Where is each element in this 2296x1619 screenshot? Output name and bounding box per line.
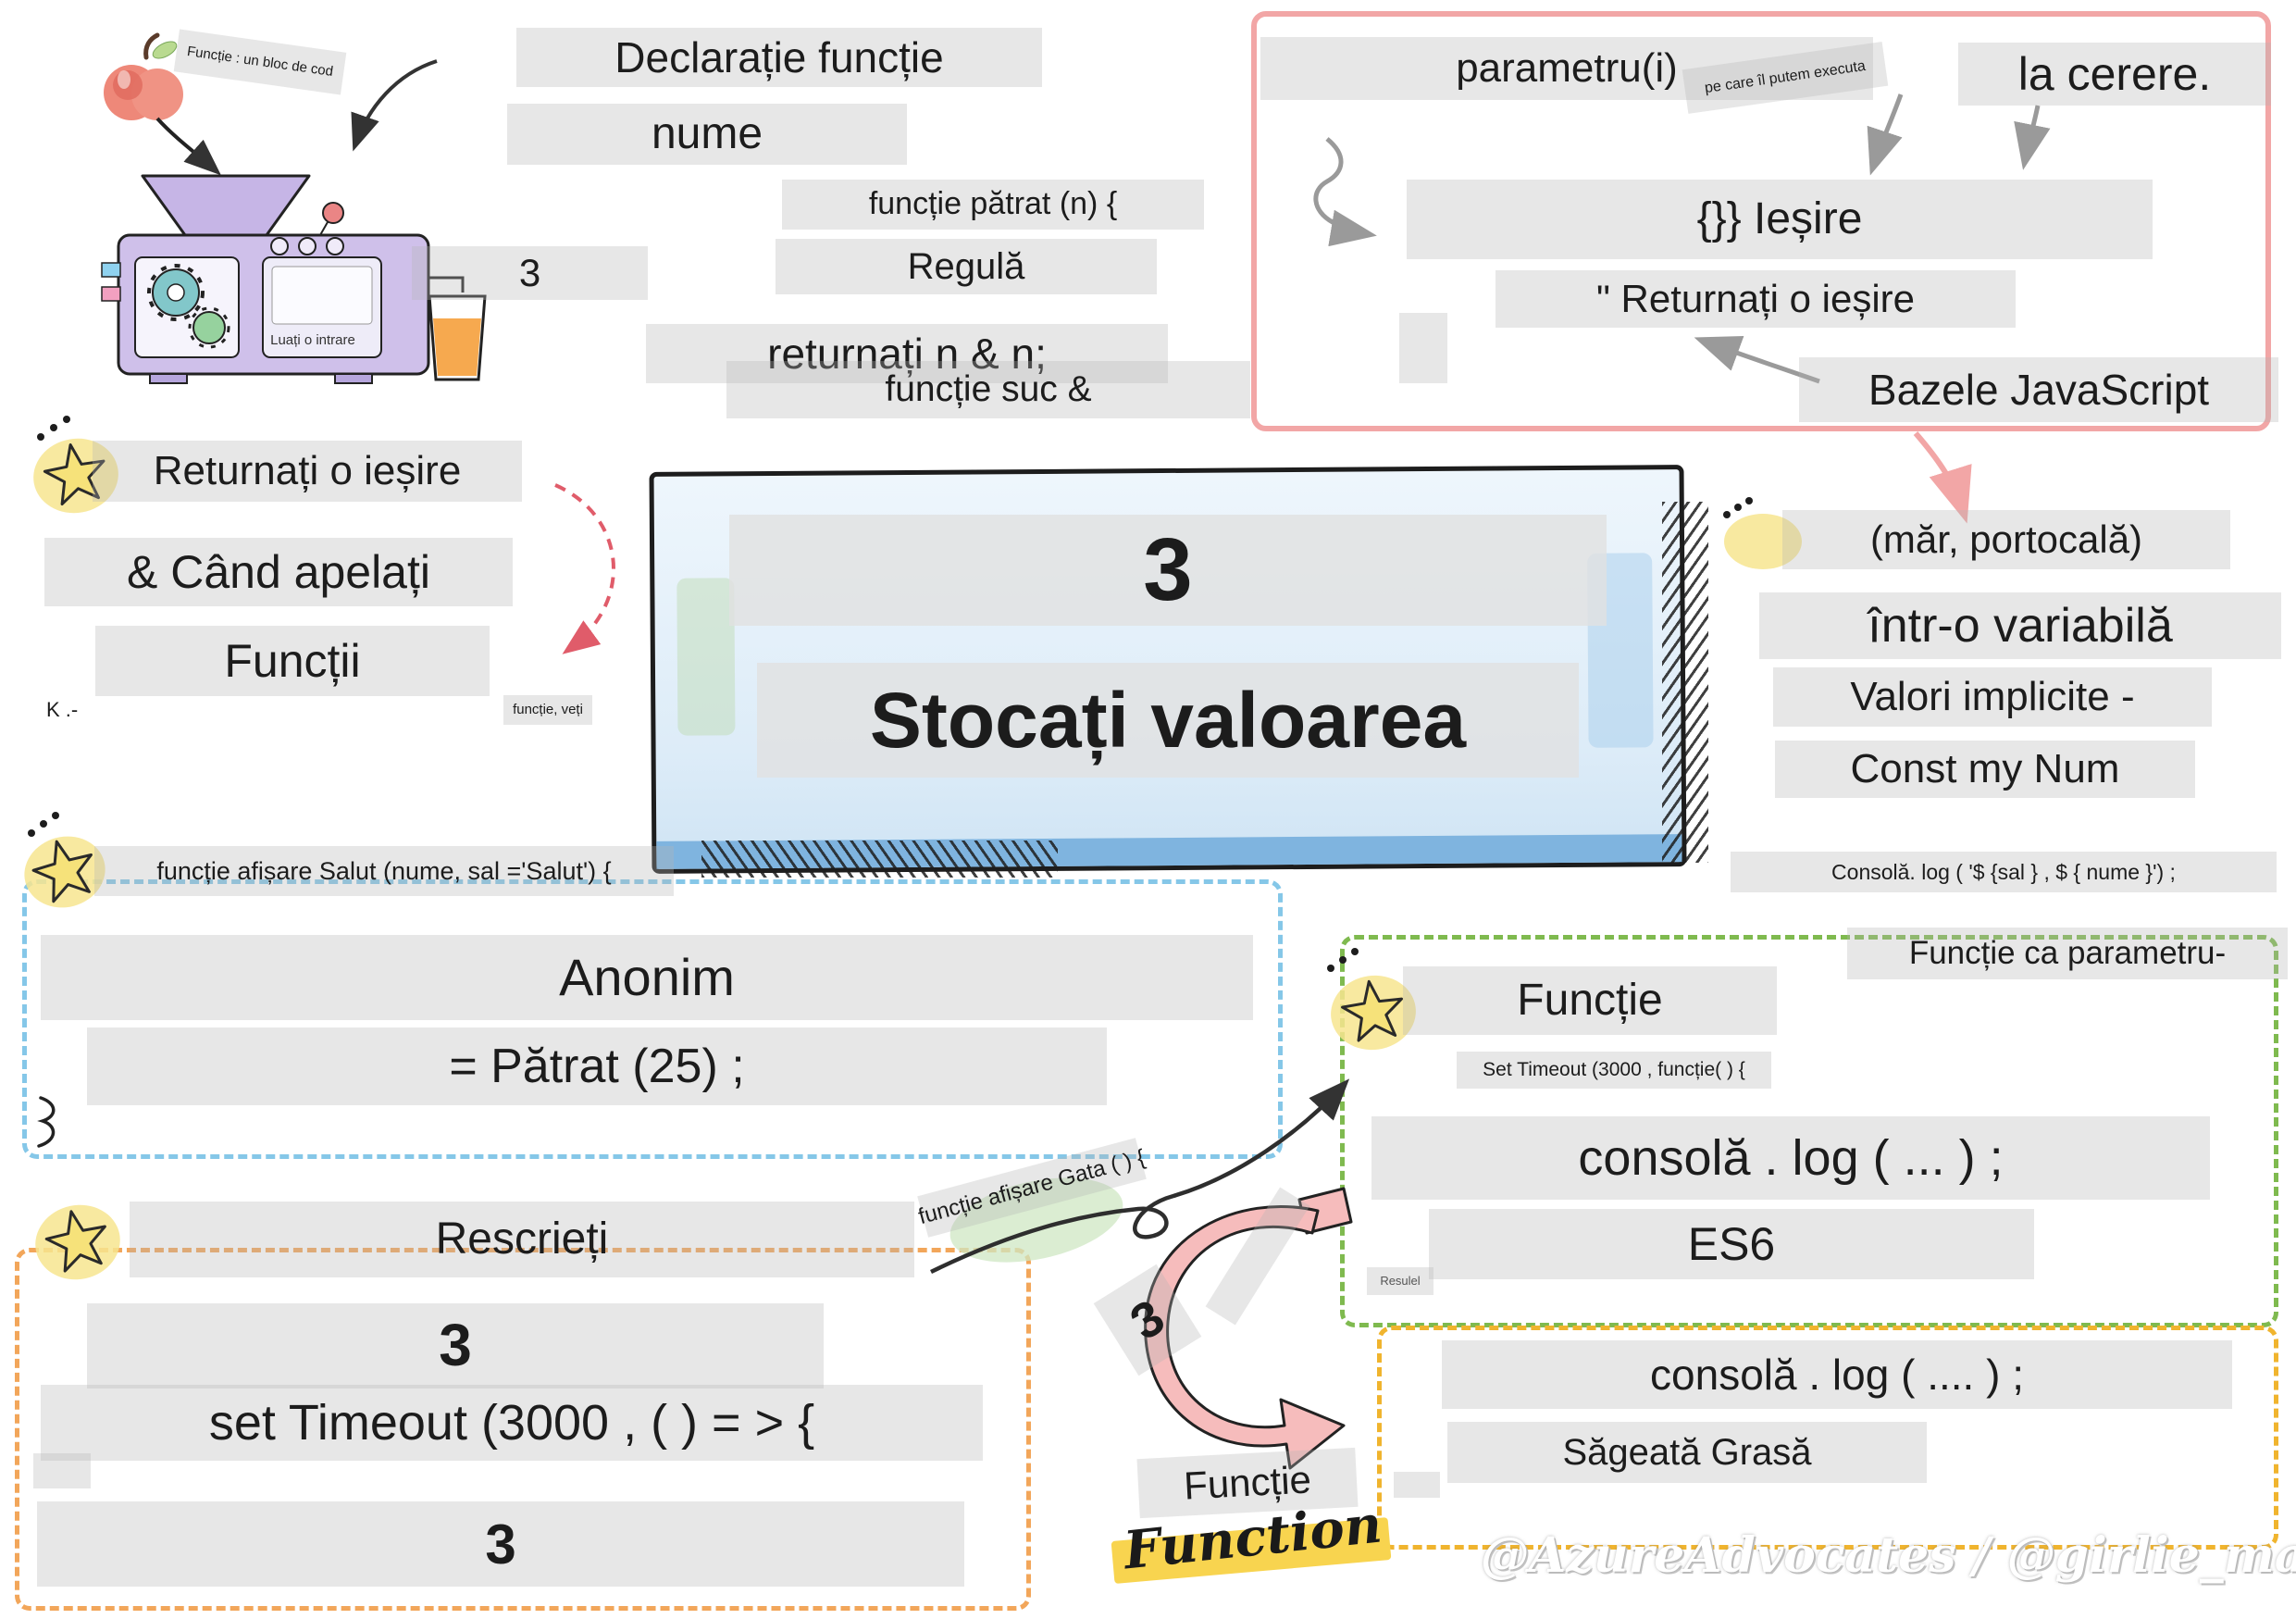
center-value: 3 — [729, 515, 1607, 626]
hatch-strip-bottom — [701, 841, 1058, 878]
rewrite-code-line: set Timeout (3000 , ( ) = > { — [41, 1385, 983, 1461]
timeout-console-line: consolă . log ( ... ) ; — [1371, 1116, 2210, 1200]
anonymous-title: Anonim — [41, 935, 1253, 1020]
right-default-values: Valori implicite - — [1773, 667, 2212, 727]
fat-arrow-console-line: consolă . log ( .... ) ; — [1442, 1340, 2232, 1409]
credit-handle: @AzureAdvocates / @girlie_mac — [1481, 1527, 2296, 1584]
right-callback-label: Funcție ca parametru- — [1847, 928, 2288, 979]
left-when-calling: & Când apelați — [44, 538, 513, 606]
callback-value: 3 — [1093, 1264, 1202, 1376]
left-functions: Funcții — [95, 626, 490, 696]
declaration-return-line: returnați n & n; — [646, 324, 1168, 383]
red-dashed-arc — [554, 483, 615, 654]
arrow-declaration-to-machine — [351, 59, 438, 152]
tiny-note-box — [1399, 313, 1447, 383]
left-small-note: funcție, veți — [503, 695, 592, 725]
pink-connector — [1913, 431, 1972, 524]
declaration-rule: Regulă — [776, 239, 1157, 294]
left-margin-mark: K .- — [46, 698, 79, 721]
return-output-quote: " Returnați o ieșire — [1496, 270, 2016, 328]
parameters-label: parametru(i) — [1260, 37, 1873, 100]
arrow-rotated-note — [1205, 1187, 1310, 1326]
right-arguments: (măr, portocală) — [1782, 510, 2230, 569]
anonymous-signature: funcție afișare Salut (nume, sal ='Salut… — [94, 846, 674, 896]
timeout-code-line: Set Timeout (3000 , funcție( ) { — [1457, 1052, 1771, 1089]
right-console-line: Consolă. log ( '$ {sal } , $ { nume }') … — [1731, 852, 2277, 892]
anonymous-function-frame — [22, 879, 1283, 1159]
on-demand-label: la cerere. — [1958, 43, 2271, 106]
anonymous-code-line: = Pătrat (25) ; — [87, 1027, 1107, 1105]
function-machine-illustration: Luați o intrare — [101, 174, 487, 384]
center-title: Stocați valoarea — [757, 663, 1579, 778]
timeout-es6: ES6 — [1429, 1209, 2034, 1279]
declaration-title: Declarație funcție — [516, 28, 1042, 87]
rewrite-tiny-box — [33, 1453, 91, 1488]
green-watercolor-patch — [676, 578, 736, 736]
fat-arrow-label: Săgeată Grasă — [1447, 1422, 1927, 1483]
right-const-line: Const my Num — [1775, 741, 2195, 798]
timeout-tiny-note: Resulel — [1367, 1267, 1433, 1295]
output-label: {}} Ieșire — [1407, 180, 2153, 259]
declaration-name: nume — [507, 104, 907, 165]
left-return-output: Returnați o ieșire — [93, 441, 522, 502]
rewrite-value-bottom: 3 — [37, 1501, 964, 1587]
apple-icon — [104, 32, 183, 120]
fat-arrow-tiny-box — [1394, 1472, 1440, 1498]
rewrite-frame — [15, 1248, 1031, 1611]
right-in-a-variable: într-o variabilă — [1759, 592, 2281, 659]
javascript-basics-label: Bazele JavaScript — [1799, 357, 2278, 422]
rewrite-value-top: 3 — [87, 1303, 824, 1389]
declaration-juice-line: funcție suc & — [726, 361, 1250, 418]
machine-screen-label: Luați o intrare — [270, 332, 355, 348]
hatch-strip-right — [1662, 502, 1708, 863]
machine-input-value: 3 — [412, 246, 648, 300]
declaration-code-line: funcție pătrat (n) { — [782, 180, 1204, 230]
rewrite-title: Rescrieți — [130, 1202, 914, 1277]
javascript-basics-frame — [1251, 11, 2271, 431]
fat-arrow-frame — [1377, 1326, 2278, 1550]
timeout-title: Funcție — [1403, 966, 1777, 1035]
